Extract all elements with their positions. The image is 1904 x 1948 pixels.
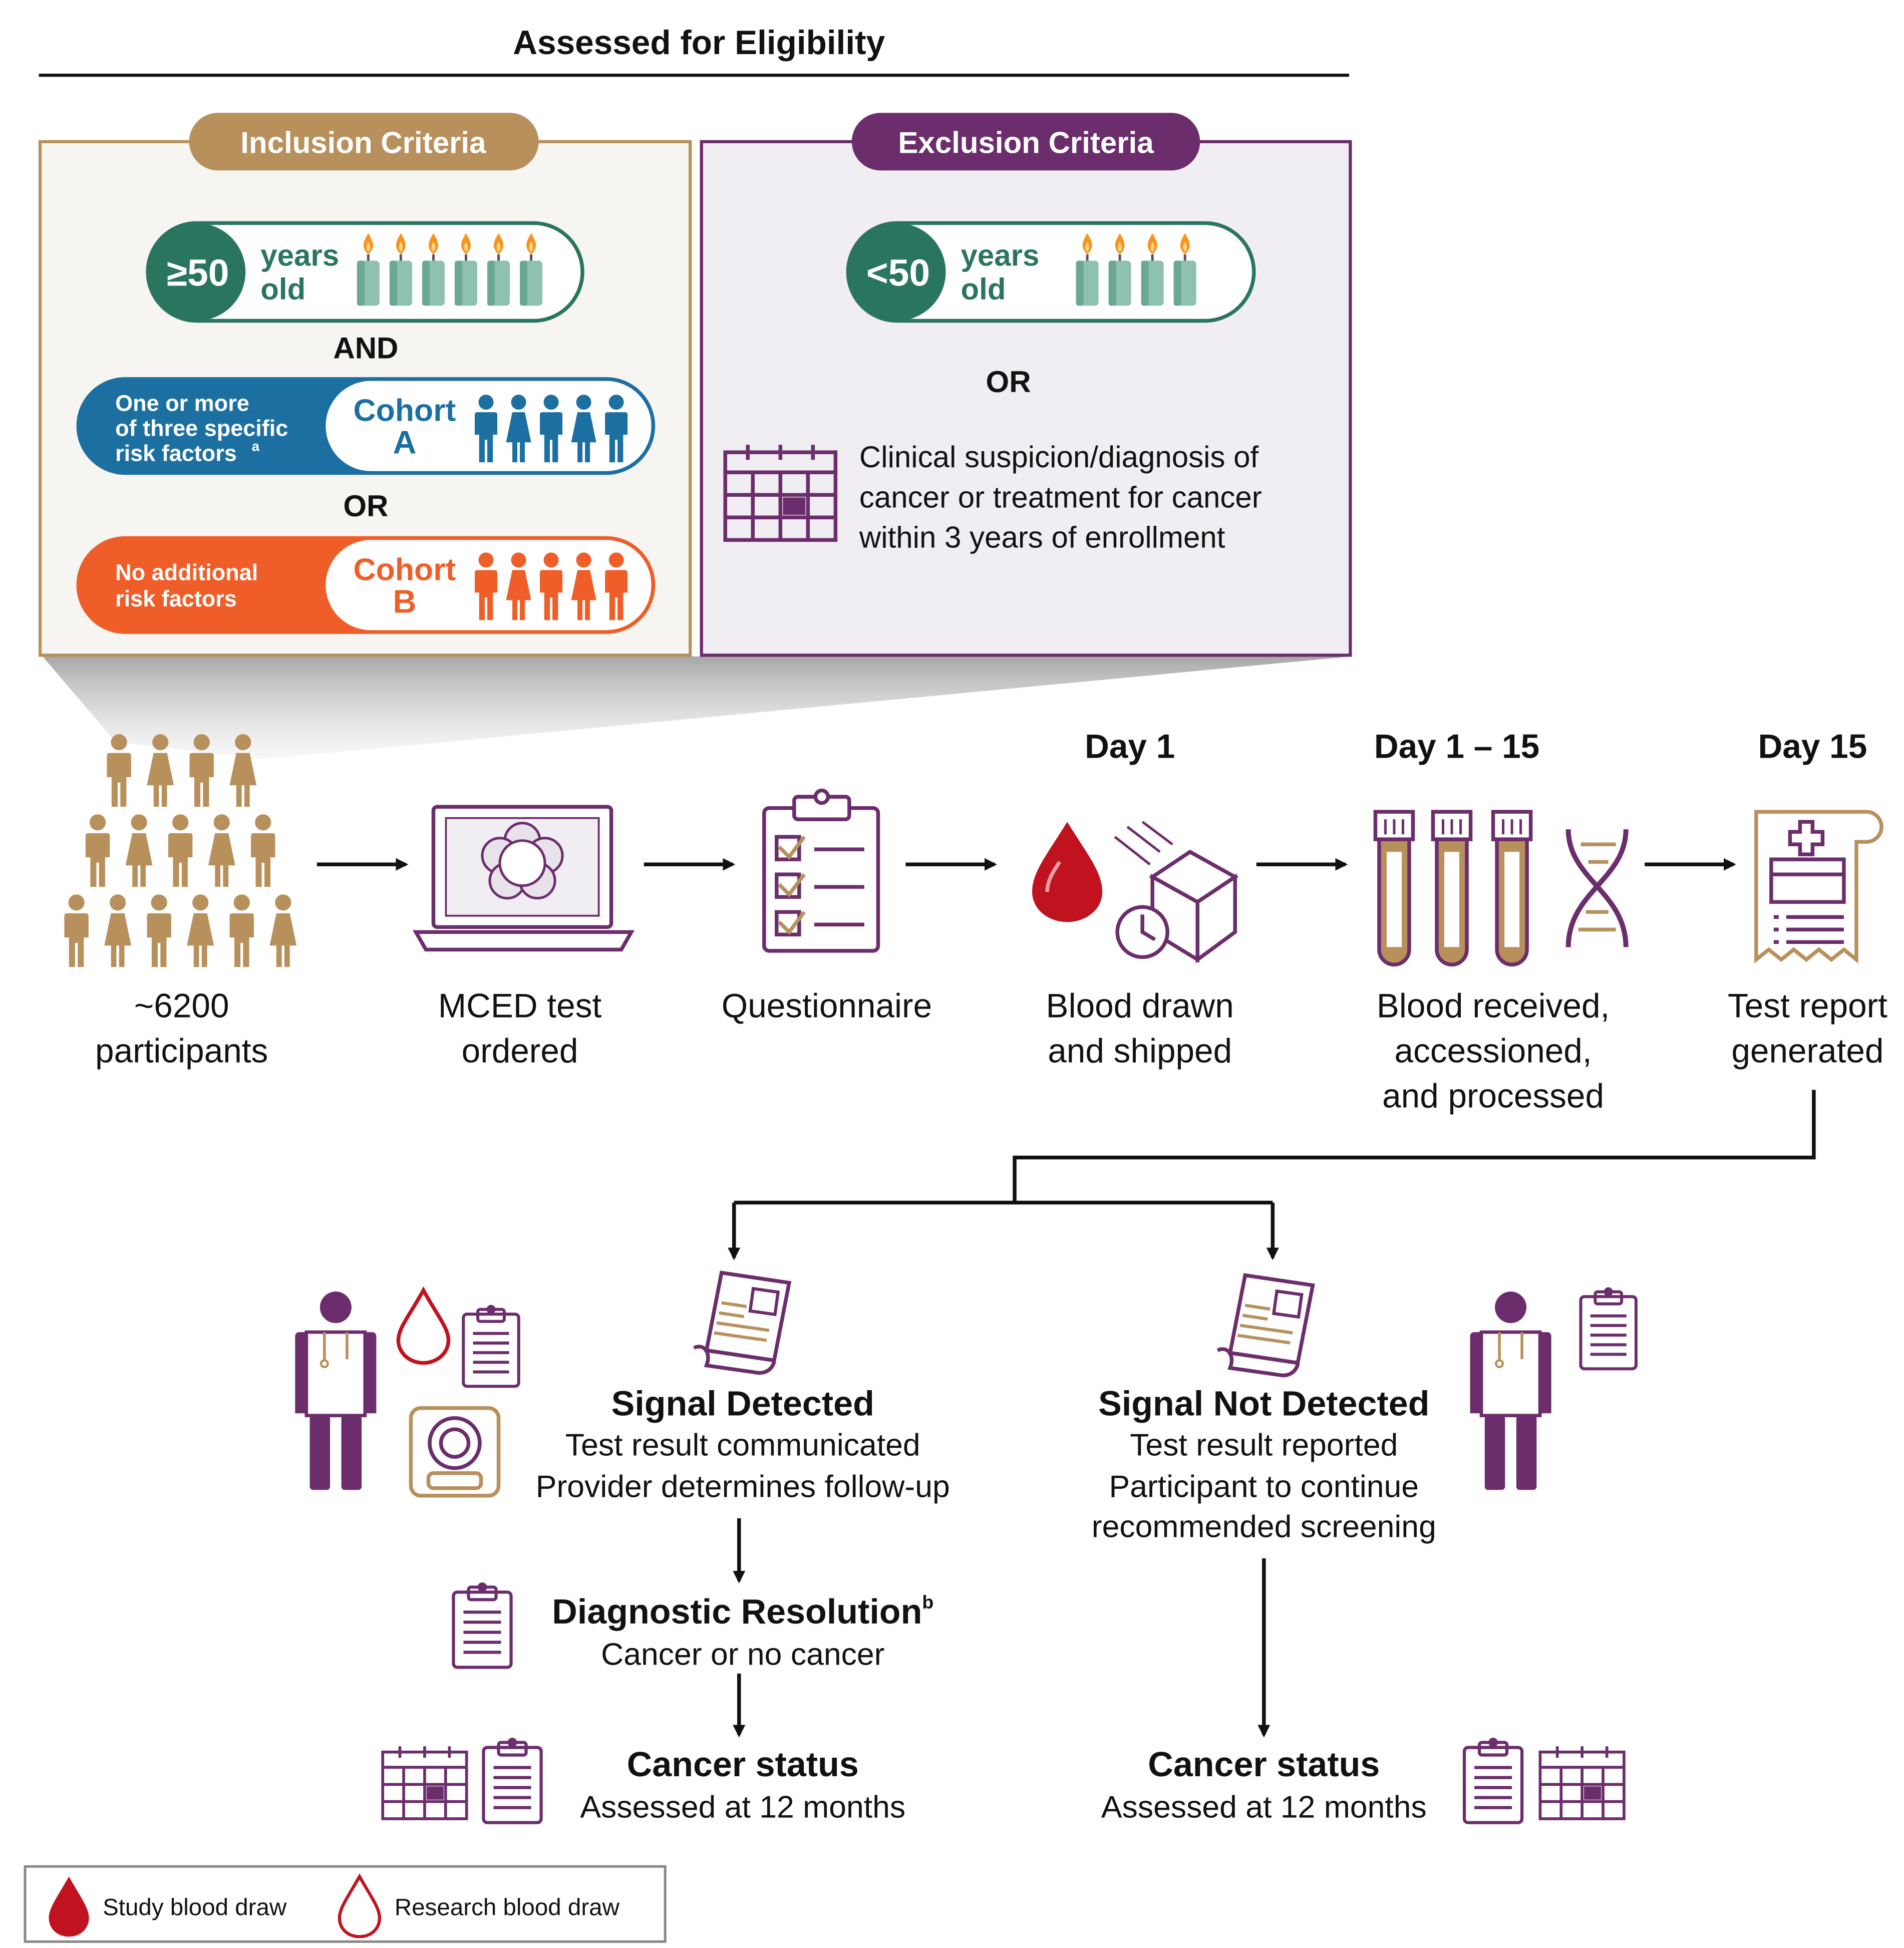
- calendar-icon: [1540, 1746, 1624, 1819]
- signal-detected-line-1: Test result communicated: [565, 1428, 920, 1463]
- inclusion-age-unit-years: years: [260, 239, 339, 272]
- exclusion-panel: Exclusion Criteria <50 years old OR Clin…: [700, 113, 1352, 657]
- inclusion-or: OR: [343, 489, 388, 523]
- exclusion-age-unit-years: years: [961, 239, 1040, 272]
- cancer-status-left-line: Assessed at 12 months: [580, 1790, 905, 1825]
- cohort-b-desc-2: risk factors: [115, 586, 237, 611]
- inclusion-title: Inclusion Criteria: [240, 126, 486, 159]
- resolution-footnote: b: [922, 1591, 933, 1612]
- mri-scanner-icon: [409, 1406, 501, 1498]
- research-blood-drop-icon: [338, 1873, 382, 1938]
- cohort-b-label: Cohort: [353, 552, 456, 587]
- received-label-2: accessioned,: [1395, 1032, 1592, 1070]
- clipboard-icon: [1580, 1289, 1636, 1369]
- signal-not-detected-line-1: Test result reported: [1130, 1428, 1398, 1463]
- legend: Study blood draw Research blood draw: [24, 1865, 667, 1943]
- report-label-2: generated: [1731, 1032, 1883, 1070]
- doctor-icon: [1470, 1291, 1551, 1490]
- mced-label-2: ordered: [462, 1032, 578, 1070]
- day-1-15-label: Day 1 – 15: [1374, 728, 1539, 766]
- exclusion-age-value: <50: [866, 252, 930, 294]
- questionnaire-icon: [762, 788, 880, 953]
- participants-crowd-icon: [64, 734, 297, 967]
- received-label-3: and processed: [1382, 1077, 1604, 1115]
- clipboard-icon: [463, 1307, 518, 1387]
- blood-label-2: and shipped: [1048, 1032, 1232, 1070]
- cohort-a-letter: A: [393, 424, 416, 461]
- cohort-b-desc-1: No additional: [115, 559, 258, 585]
- resolution-title: Diagnostic Resolutionb: [552, 1591, 933, 1631]
- calendar-icon: [383, 1746, 466, 1819]
- inclusion-panel: Inclusion Criteria ≥50 years old AND One…: [38, 113, 692, 657]
- signal-detected-line-2: Provider determines follow-up: [536, 1469, 950, 1504]
- cancer-status-right-line: Assessed at 12 months: [1101, 1790, 1427, 1825]
- signal-not-detected-line-3: recommended screening: [1092, 1509, 1436, 1544]
- exclusion-title: Exclusion Criteria: [898, 126, 1154, 159]
- mced-label-1: MCED test: [438, 987, 602, 1025]
- signal-not-detected-title: Signal Not Detected: [1098, 1384, 1429, 1423]
- clipboard-icon: [484, 1739, 541, 1822]
- cancer-status-left-title: Cancer status: [627, 1745, 859, 1784]
- legend-study: Study blood draw: [103, 1894, 287, 1921]
- exclusion-age-unit-old: old: [961, 272, 1006, 306]
- exclusion-text-2: cancer or treatment for cancer: [859, 480, 1262, 514]
- day-15-label: Day 15: [1758, 728, 1867, 766]
- shipping-box-icon: [1114, 821, 1239, 963]
- report-plus-icon: [694, 1273, 789, 1373]
- inclusion-age-unit-old: old: [260, 272, 305, 306]
- cohort-b-pill: No additional risk factors Cohort B: [76, 536, 656, 634]
- participants-label: participants: [95, 1032, 268, 1070]
- exclusion-or: OR: [986, 365, 1031, 399]
- signal-detected-title: Signal Detected: [611, 1384, 874, 1423]
- exclusion-age-pill: <50 years old: [846, 221, 1256, 323]
- clipboard-icon: [453, 1584, 511, 1667]
- report-icon: [1754, 810, 1883, 964]
- exclusion-text-1: Clinical suspicion/diagnosis of: [859, 440, 1259, 474]
- laptop-icon: [412, 805, 635, 951]
- cohort-a-desc-2: of three specific: [115, 416, 288, 441]
- signal-not-detected-line-2: Participant to continue: [1109, 1469, 1419, 1504]
- inclusion-and: AND: [333, 332, 398, 365]
- cohort-a-desc-3: risk factors: [115, 441, 237, 466]
- resolution-title-text: Diagnostic Resolution: [552, 1592, 922, 1631]
- cohort-a-desc-1: One or more: [115, 391, 249, 416]
- branch-connector: [728, 1090, 1816, 1260]
- clipboard-icon: [1464, 1739, 1522, 1822]
- dna-icon: [1565, 829, 1629, 947]
- received-label-1: Blood received,: [1377, 987, 1610, 1025]
- cohort-b-letter: B: [393, 583, 416, 619]
- doctor-icon: [295, 1291, 376, 1490]
- inclusion-age-value: ≥50: [167, 252, 229, 294]
- report-minus-icon: [1217, 1275, 1313, 1376]
- questionnaire-label: Questionnaire: [722, 987, 932, 1025]
- exclusion-text-3: within 3 years of enrollment: [859, 520, 1225, 554]
- day-1-label: Day 1: [1085, 728, 1175, 766]
- funnel-shadow: [43, 656, 1351, 760]
- resolution-line-1: Cancer or no cancer: [601, 1637, 884, 1672]
- inclusion-age-pill: ≥50 years old: [146, 221, 584, 323]
- report-label-1: Test report: [1728, 987, 1887, 1025]
- blood-label-1: Blood drawn: [1046, 987, 1234, 1025]
- study-blood-drop-icon: [1032, 822, 1103, 922]
- cohort-a-label: Cohort: [353, 393, 456, 428]
- blood-tubes-icon: [1373, 810, 1533, 966]
- cancer-status-right-title: Cancer status: [1148, 1745, 1380, 1784]
- participants-count: ~6200: [134, 987, 229, 1025]
- cohort-a-pill: One or more of three specific risk facto…: [76, 377, 656, 475]
- legend-research: Research blood draw: [395, 1894, 620, 1921]
- eligibility-title: Assessed for Eligibility: [513, 24, 885, 62]
- study-blood-drop-icon: [49, 1876, 89, 1937]
- research-blood-drop-icon: [396, 1286, 451, 1365]
- cohort-a-footnote: a: [252, 439, 260, 454]
